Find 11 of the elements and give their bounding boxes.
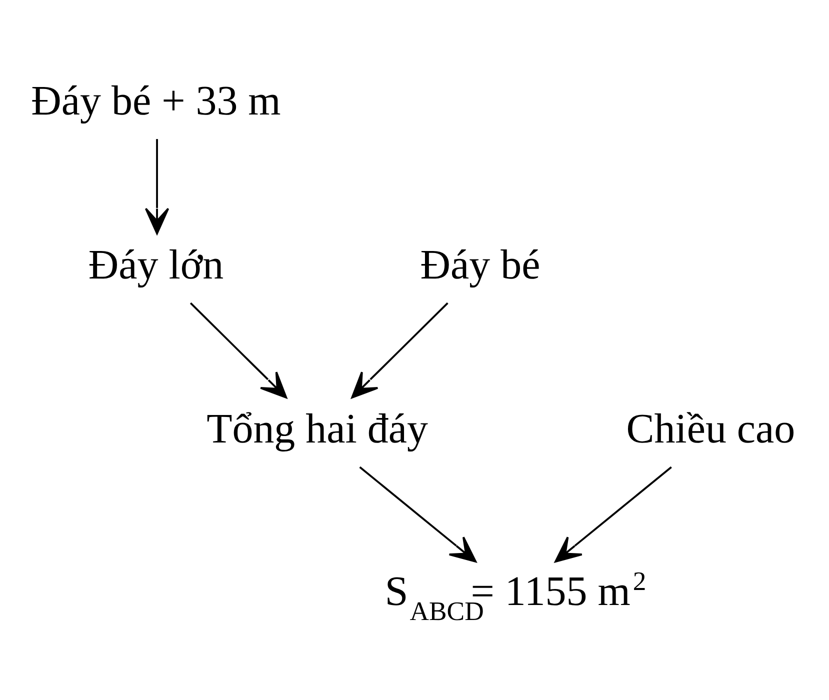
node-text: Tổng hai đáy [206,406,428,453]
node-text: Chiều cao [626,406,796,453]
node-text: S$_{ABCD}$= 1155 m$^{2}$ [384,566,646,626]
arrow [144,139,170,234]
arrow [554,466,672,562]
node-text: Đáy lớn [88,242,224,289]
arrow [359,466,477,562]
node-text: Đáy bé [420,242,540,289]
node-text: Đáy bé + 33 m [31,78,281,125]
arrow [190,302,288,398]
arrow [351,302,448,398]
